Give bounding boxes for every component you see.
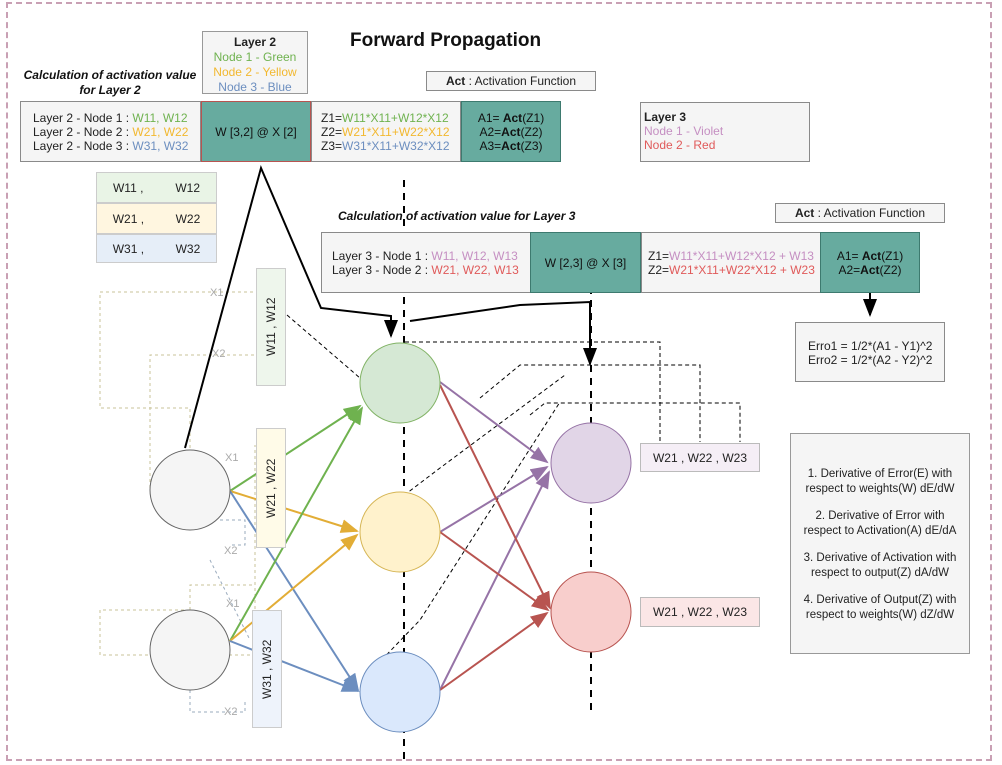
x-label: X1 xyxy=(226,598,240,610)
legend-node-1: Node 1 - Green xyxy=(213,50,297,64)
weight-cell: W21 , xyxy=(112,211,145,226)
derivative-step: 1. Derivative of Error(E) with respect t… xyxy=(805,468,955,495)
l2-a3-lhs: A3= xyxy=(479,138,502,153)
x-label: X1 xyxy=(210,287,224,299)
l3-row1-weights: W11, W12, W13 xyxy=(431,249,518,263)
input-weights-blue: W31 , W32 xyxy=(252,610,282,728)
x-label: X2 xyxy=(212,348,226,360)
derivative-step: 2. Derivative of Error with respect to A… xyxy=(803,510,957,537)
l2-a1-act: Act xyxy=(502,110,523,125)
layer3-z-equations: Z1=W11*X11+W12*X12 + W13 Z2=W21*X11+W22*… xyxy=(641,232,821,293)
x-label: X1 xyxy=(225,452,239,464)
layer3-activations: A1= Act(Z1) A2=Act(Z2) xyxy=(820,232,920,293)
derivatives-box: 1. Derivative of Error(E) with respect t… xyxy=(790,433,970,654)
l3-a1-lhs: A1= xyxy=(836,248,862,263)
l2-z2-rhs: W21*X11+W22*X12 xyxy=(342,125,450,139)
derivative-step: 3. Derivative of Activation with respect… xyxy=(803,552,957,579)
weight-cell: W12 xyxy=(175,180,201,195)
l2-row2-prefix: Layer 2 - Node 2 : xyxy=(33,125,133,139)
l2-z1-lhs: Z1= xyxy=(321,111,343,125)
input-weights-green: W11 , W12 xyxy=(256,268,286,386)
weight-cell: W22 xyxy=(175,211,201,226)
l2-a1-lhs: A1= xyxy=(477,110,503,125)
input-node-2 xyxy=(149,609,231,691)
l3-z2-lhs: Z2= xyxy=(648,263,670,277)
legend-title: Layer 2 xyxy=(233,35,277,49)
output-weights-violet: W21 , W22 , W23 xyxy=(640,443,760,472)
legend3-node-2: Node 2 - Red xyxy=(644,138,716,152)
l2-row1-prefix: Layer 2 - Node 1 : xyxy=(33,111,133,125)
legend3-node-1: Node 1 - Violet xyxy=(644,124,724,138)
act-text: : Activation Function xyxy=(814,206,926,220)
x-label: X2 xyxy=(224,545,238,557)
weight-cell: W11 , xyxy=(112,180,144,195)
weight-row-2: W21 , W22 xyxy=(96,203,217,234)
l3-z2-rhs: W21*X11+W22*X12 + W23 xyxy=(669,263,815,277)
l3-row2-prefix: Layer 3 - Node 2 : xyxy=(332,263,432,277)
l3-row2-weights: W21, W22, W13 xyxy=(431,263,519,277)
act-label: Act xyxy=(445,74,466,88)
diagram-frame xyxy=(6,2,992,761)
layer3-matmul: W [2,3] @ X [3] xyxy=(530,232,641,293)
derivative-step: 4. Derivative of Output(Z) with respect … xyxy=(803,594,957,621)
layer2-legend: Layer 2 Node 1 - Green Node 2 - Yellow N… xyxy=(202,31,308,94)
l2-a2-act: Act xyxy=(501,124,521,139)
l2-z3-rhs: W31*X11+W32*X12 xyxy=(342,139,450,153)
l2-row3-prefix: Layer 2 - Node 3 : xyxy=(33,139,133,153)
l3-a1-arg: (Z1) xyxy=(881,248,904,263)
input-weights-yellow: W21 , W22 xyxy=(256,428,286,548)
input-node-1 xyxy=(149,449,231,531)
legend-node-3: Node 3 - Blue xyxy=(218,80,292,94)
l3-row1-prefix: Layer 3 - Node 1 : xyxy=(332,249,432,263)
l2-z1-rhs: W11*X11+W12*X12 xyxy=(342,111,449,125)
legend-node-2: Node 2 - Yellow xyxy=(213,65,297,79)
l3-a2-arg: (Z2) xyxy=(879,262,902,277)
act-text: : Activation Function xyxy=(465,74,577,88)
l2-a2-lhs: A2= xyxy=(479,124,502,139)
output-node-violet xyxy=(550,422,632,504)
error-2: Erro2 = 1/2*(A2 - Y2)^2 xyxy=(808,353,933,367)
act-label: Act xyxy=(794,206,815,220)
l2-row1-weights: W11, W12 xyxy=(132,111,188,125)
weight-cell: W31 , xyxy=(112,241,145,256)
l2-row3-weights: W31, W32 xyxy=(132,139,189,153)
act-definition-l2: Act : Activation Function xyxy=(426,71,596,91)
hidden-node-yellow xyxy=(359,491,441,573)
layer3-heading: Calculation of activation value for Laye… xyxy=(338,209,576,223)
l2-z3-lhs: Z3= xyxy=(321,139,343,153)
output-node-red xyxy=(550,571,632,653)
l2-a1-arg: (Z1) xyxy=(522,110,545,125)
weight-row-3: W31 , W32 xyxy=(96,234,217,263)
hidden-node-blue xyxy=(359,651,441,733)
error-box: Erro1 = 1/2*(A1 - Y1)^2 Erro2 = 1/2*(A2 … xyxy=(795,322,945,382)
x-label: X2 xyxy=(224,706,238,718)
layer3-node-weights: Layer 3 - Node 1 : W11, W12, W13 Layer 3… xyxy=(321,232,531,293)
l3-z1-lhs: Z1= xyxy=(648,249,670,263)
l3-a2-lhs: A2= xyxy=(838,262,861,277)
l2-row2-weights: W21, W22 xyxy=(132,125,189,139)
layer2-heading: Calculation of activation value for Laye… xyxy=(23,68,197,97)
l3-a2-act: Act xyxy=(860,262,880,277)
layer2-z-equations: Z1=W11*X11+W12*X12 Z2=W21*X11+W22*X12 Z3… xyxy=(311,101,461,162)
layer2-node-weights: Layer 2 - Node 1 : W11, W12 Layer 2 - No… xyxy=(20,101,201,162)
l3-z1-rhs: W11*X11+W12*X12 + W13 xyxy=(669,249,814,263)
layer3-legend: Layer 3 Node 1 - Violet Node 2 - Red xyxy=(640,102,810,162)
l2-a3-arg: (Z3) xyxy=(520,138,543,153)
layer2-matmul: W [3,2] @ X [2] xyxy=(201,101,311,162)
weight-cell: W32 xyxy=(175,241,201,256)
l2-a2-arg: (Z2) xyxy=(520,124,543,139)
hidden-node-green xyxy=(359,342,441,424)
layer2-activations: A1= Act(Z1) A2=Act(Z2) A3=Act(Z3) xyxy=(461,101,561,162)
l2-z2-lhs: Z2= xyxy=(321,125,343,139)
act-definition-l3: Act : Activation Function xyxy=(775,203,945,223)
diagram-title: Forward Propagation xyxy=(350,30,542,51)
l3-a1-act: Act xyxy=(861,248,882,263)
output-weights-red: W21 , W22 , W23 xyxy=(640,597,760,627)
weight-row-1: W11 , W12 xyxy=(96,172,217,203)
l2-a3-act: Act xyxy=(501,138,521,153)
legend3-title: Layer 3 xyxy=(644,110,687,124)
error-1: Erro1 = 1/2*(A1 - Y1)^2 xyxy=(808,339,933,353)
